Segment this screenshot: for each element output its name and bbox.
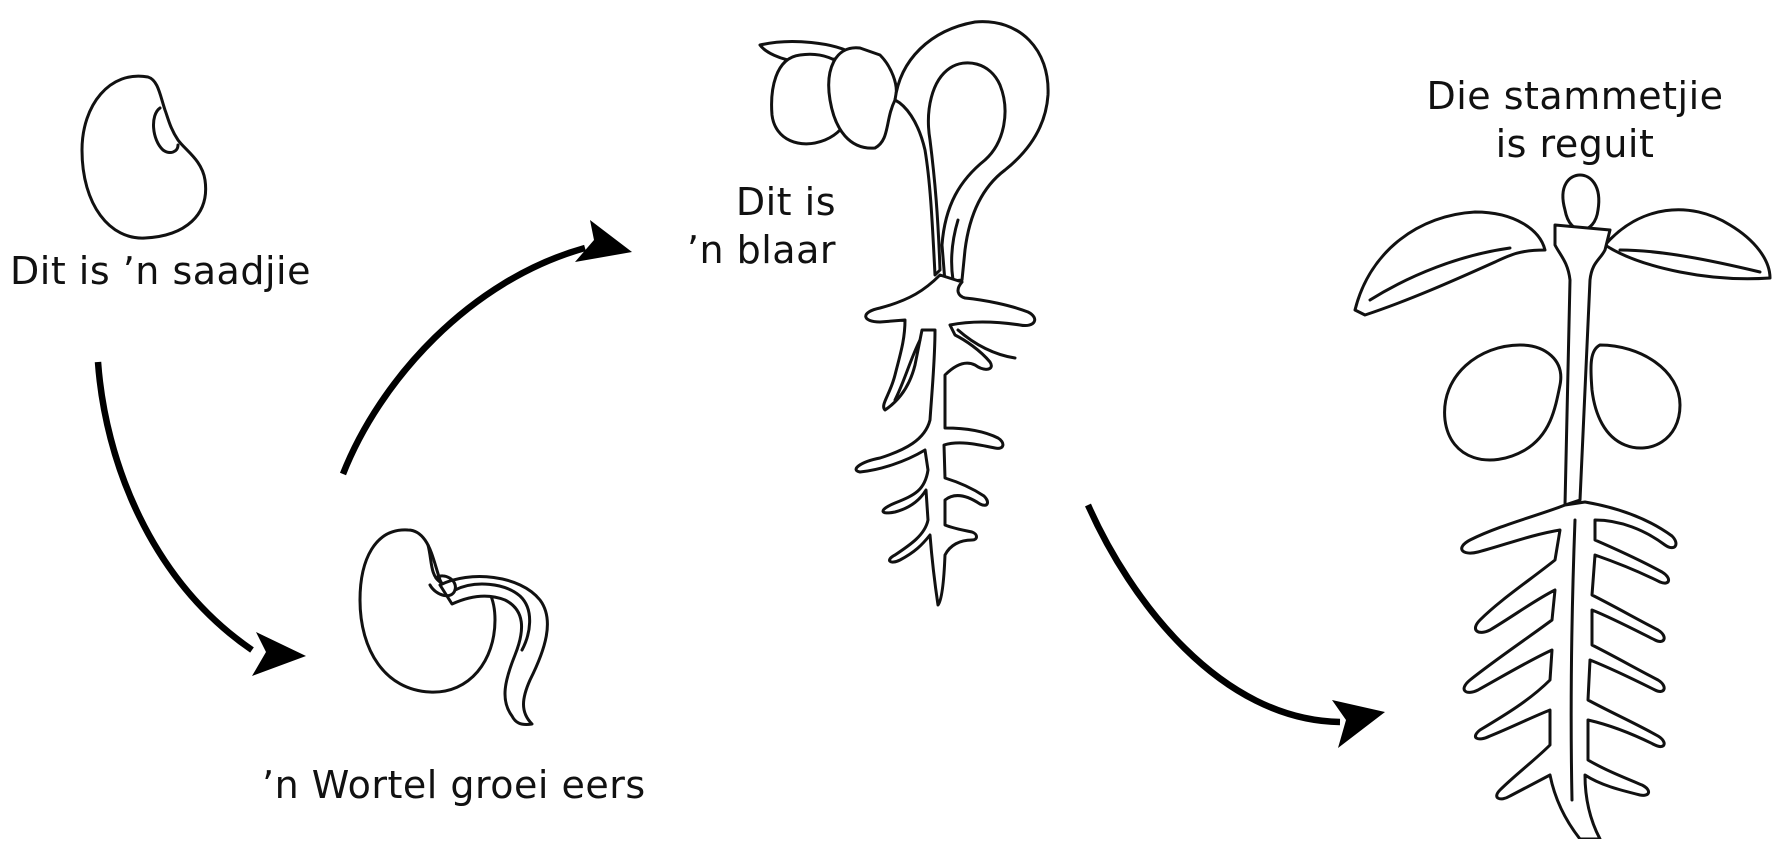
arrow-seed-to-root <box>98 362 306 676</box>
upright-plant-illustration <box>1355 175 1770 839</box>
arrow-root-to-leaf <box>343 220 632 474</box>
seedling-illustration <box>760 22 1048 605</box>
stem-label: Die stammetjie is reguit <box>1410 72 1740 168</box>
leaf-label: Dit is ’n blaar <box>640 178 836 274</box>
seed-illustration <box>82 76 206 238</box>
leaf-label-line-2: ’n blaar <box>640 226 836 274</box>
stem-label-line-1: Die stammetjie <box>1410 72 1740 120</box>
seed-label: Dit is ’n saadjie <box>10 247 311 295</box>
leaf-label-line-1: Dit is <box>640 178 836 226</box>
seed-with-root-illustration <box>360 530 547 725</box>
stem-label-line-2: is reguit <box>1410 120 1740 168</box>
root-first-label: ’n Wortel groei eers <box>262 761 646 809</box>
arrow-leaf-to-plant <box>1088 505 1385 748</box>
